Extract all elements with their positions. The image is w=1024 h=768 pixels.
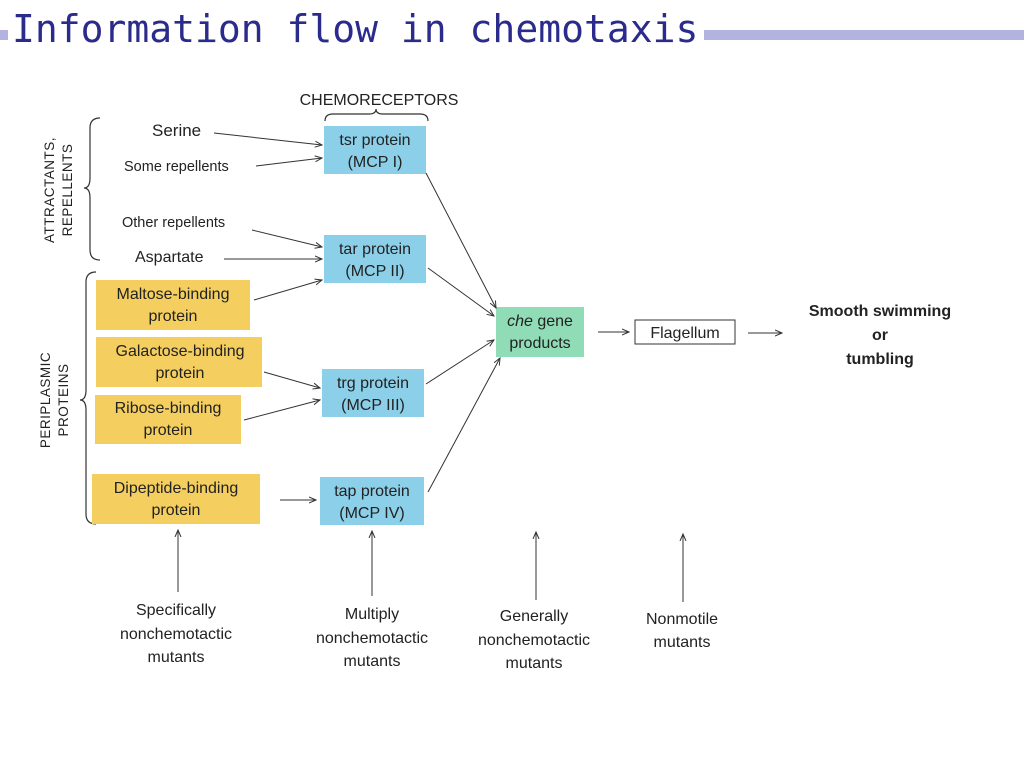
flagellum-box [634, 319, 736, 345]
trg-receptor-label-2: (MCP III) [341, 397, 405, 414]
maltose-binding-label: Maltose-binding [117, 286, 230, 303]
galactose-binding-label-2: protein [156, 365, 205, 382]
multiply-mutants-line-3: mutants [344, 653, 401, 670]
maltose-binding-box [96, 280, 250, 330]
general-mutants-line-3: mutants [506, 655, 563, 672]
side-label-periplasmic: PERIPLASMIC [38, 352, 53, 448]
periplasmic-brace [79, 271, 97, 525]
slide-title: Information flow in chemotaxis [8, 6, 705, 52]
dipeptide-binding-box [92, 474, 260, 524]
tar-receptor-box [324, 235, 426, 283]
outcome-line-1: Smooth swimming [809, 303, 951, 320]
stimulus-aspartate: Aspartate [135, 249, 204, 266]
arrow-tap-to-che [427, 358, 500, 493]
maltose-binding-label-2: protein [149, 308, 198, 325]
outcome-tumbling: tumbling [846, 351, 914, 368]
specific-mutants-line-3: mutants [148, 649, 205, 666]
tsr-receptor-box [324, 126, 426, 174]
arrow-maltose-to-tar [253, 280, 322, 301]
tap-receptor-label-2: (MCP IV) [339, 505, 404, 522]
dipeptide-binding-label-2: protein [152, 502, 201, 519]
specific-mutants-line-1: Specifically [136, 602, 216, 619]
chemoreceptors-brace [324, 108, 429, 122]
multiply-mutants-line-2: nonchemotactic [316, 630, 428, 647]
tar-receptor-label-2: (MCP II) [345, 263, 404, 280]
side-label-repellents: REPELLENTS [60, 144, 75, 237]
attractants-brace [83, 117, 101, 261]
arrow-serine-to-tsr [213, 132, 322, 145]
outcome-smooth: Smooth [809, 303, 869, 320]
arrow-galactose-to-trg [263, 371, 320, 388]
nonmotile-mutants-line-1: Nonmotile [646, 611, 718, 628]
arrow-other-repellents-to-tar [251, 229, 322, 247]
arrow-tar-to-che [427, 267, 494, 316]
chemoreceptors-header: CHEMORECEPTORS [300, 92, 459, 109]
che-italic-label: che [507, 313, 533, 330]
side-label-attractants: ATTRACTANTS, [42, 137, 57, 243]
tsr-receptor-label: tsr protein [339, 132, 410, 149]
che-gene-label: che gene [507, 313, 573, 330]
general-mutants-line-2: nonchemotactic [478, 632, 590, 649]
tap-receptor-label: tap protein [334, 483, 410, 500]
che-gene-word: gene [533, 313, 573, 330]
ribose-binding-label: Ribose-binding [115, 400, 222, 417]
dipeptide-binding-label: Dipeptide-binding [114, 480, 239, 497]
specific-mutants-line-2: nonchemotactic [120, 626, 232, 643]
che-gene-products-box [496, 307, 584, 357]
tar-receptor-label: tar protein [339, 241, 411, 258]
stimulus-some-repellents: Some repellents [124, 159, 229, 175]
stimulus-other-repellents: Other repellents [122, 215, 225, 231]
tap-receptor-box [320, 477, 424, 525]
outcome-swimming: swimming [868, 303, 951, 320]
side-label-proteins: PROTEINS [56, 363, 71, 436]
galactose-binding-box [96, 337, 262, 387]
arrow-some-repellents-to-tsr [255, 158, 322, 167]
che-products-label: products [509, 335, 570, 352]
multiply-mutants-line-1: Multiply [345, 606, 399, 623]
arrow-trg-to-che [425, 340, 494, 385]
ribose-binding-label-2: protein [144, 422, 193, 439]
nonmotile-mutants-line-2: mutants [654, 634, 711, 651]
trg-receptor-label: trg protein [337, 375, 409, 392]
general-mutants-line-1: Generally [500, 608, 568, 625]
galactose-binding-label: Galactose-binding [116, 343, 245, 360]
flagellum-label: Flagellum [650, 325, 719, 342]
trg-receptor-box [322, 369, 424, 417]
outcome-or: or [872, 327, 888, 344]
arrow-tsr-to-che [425, 172, 496, 308]
ribose-binding-box [95, 395, 241, 444]
stimulus-serine: Serine [152, 121, 201, 140]
tsr-receptor-label-2: (MCP I) [348, 154, 403, 171]
arrow-ribose-to-trg [243, 400, 320, 421]
